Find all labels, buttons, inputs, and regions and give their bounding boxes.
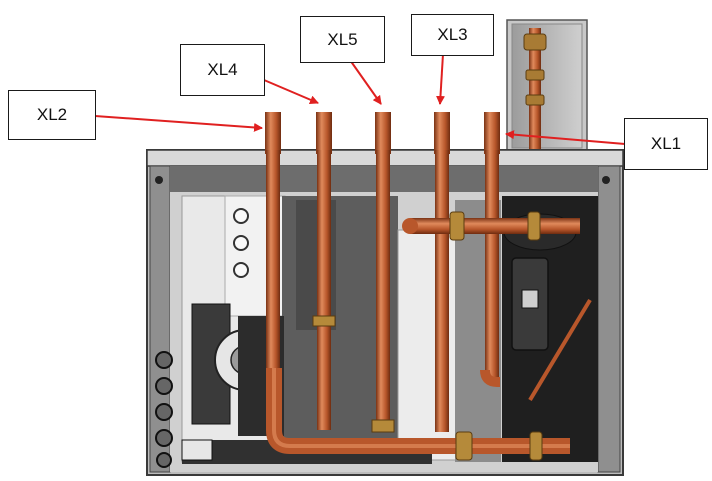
copper-pipe-xl4 <box>312 112 336 430</box>
copper-pipe-xl1 <box>480 112 500 387</box>
horizontal-copper-pipes <box>266 211 592 461</box>
copper-pipe-xl3 <box>434 112 450 432</box>
leader-arrows <box>94 53 626 145</box>
arrow-xl1 <box>505 130 626 145</box>
callout-xl4: XL4 <box>180 44 265 96</box>
copper-pipe-xl2 <box>265 112 281 368</box>
upper-panel <box>506 19 588 153</box>
arrow-xl2 <box>94 115 263 132</box>
callout-xl5: XL5 <box>300 16 385 63</box>
callout-xl3: XL3 <box>411 14 494 56</box>
arrow-xl3 <box>435 53 445 105</box>
callout-xl2: XL2 <box>8 90 96 140</box>
arrow-xl5 <box>349 59 382 105</box>
copper-pipe-xl5 <box>371 112 395 433</box>
arrow-xl4 <box>263 79 319 105</box>
upper-refrigerant-pipe <box>523 28 547 152</box>
callout-xl1: XL1 <box>624 118 708 170</box>
